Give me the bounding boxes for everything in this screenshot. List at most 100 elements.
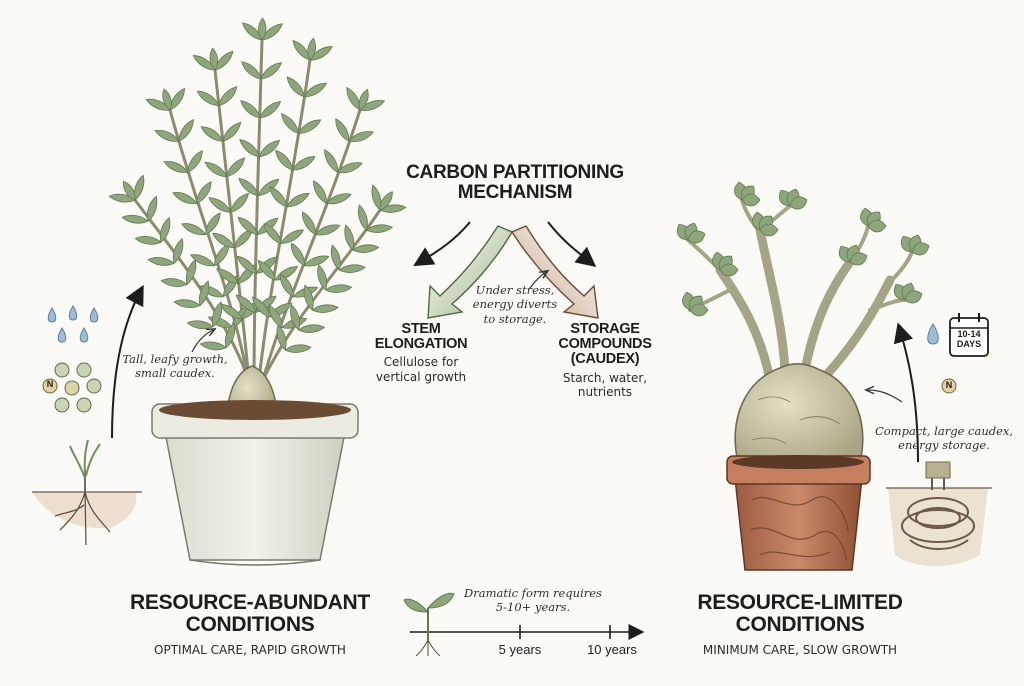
- leaf: [147, 257, 175, 266]
- right-heading: RESOURCE-LIMITED CONDITIONS: [650, 591, 950, 637]
- leaf: [325, 284, 353, 293]
- right-growth-note: Compact, large caudex, energy storage.: [868, 424, 1020, 453]
- timeline-tick-5-years: 5 years: [498, 642, 542, 657]
- leaf: [290, 304, 301, 331]
- leaf: [196, 181, 212, 204]
- caudex-plant: [676, 181, 930, 463]
- leaf: [226, 157, 246, 178]
- leaf: [303, 82, 328, 98]
- leaf: [307, 37, 317, 61]
- leaf: [181, 223, 207, 236]
- leaf: [719, 263, 739, 277]
- leaf: [292, 156, 316, 171]
- tall-leafy-plant: [108, 17, 407, 421]
- left-growth-note: Tall, leafy growth, small caudex.: [116, 352, 234, 381]
- left-heading: RESOURCE-ABUNDANT CONDITIONS: [100, 591, 400, 636]
- leaf: [199, 341, 227, 351]
- right-title-line1: RESOURCE-LIMITED: [697, 591, 903, 614]
- timeline-seedling-icon: [403, 592, 455, 657]
- seedling-roots-left: [32, 439, 142, 546]
- leaf: [344, 224, 355, 251]
- timeline-note-line1: Dramatic form requires: [464, 586, 602, 600]
- left-note-line2: small caudex.: [135, 366, 215, 381]
- coiled-roots-right: [886, 461, 992, 567]
- timeline-note-line2: 5-10+ years.: [495, 600, 571, 615]
- storage-title-line1: STORAGE: [570, 321, 640, 337]
- stem-elongation-block: STEM ELONGATION Cellulose for vertical g…: [366, 321, 476, 384]
- leaf: [687, 230, 706, 244]
- leaf: [263, 223, 282, 244]
- leaf: [186, 320, 214, 330]
- leaf: [303, 284, 314, 311]
- leaf: [352, 244, 380, 253]
- leaf: [276, 324, 287, 351]
- leaf: [324, 149, 339, 173]
- calendar-icon: [949, 313, 989, 357]
- stress-note-line1: Under stress,: [475, 283, 555, 297]
- leaf: [235, 294, 257, 313]
- leaf: [286, 76, 305, 98]
- leaf: [338, 264, 366, 273]
- water-drops-left: [47, 305, 99, 343]
- leaf: [689, 303, 709, 317]
- leaf: [173, 299, 201, 309]
- leaf: [259, 101, 282, 119]
- note-pointer-right: [868, 390, 903, 403]
- leaf: [159, 216, 171, 243]
- storage-compounds-block: STORAGE COMPOUNDS (CAUDEX) Starch, water…: [550, 321, 660, 399]
- leaf: [911, 242, 930, 256]
- leaf: [358, 88, 369, 111]
- leaf: [275, 149, 294, 171]
- left-subtitle: OPTIMAL CARE, RAPID GROWTH: [154, 643, 346, 657]
- leaf: [258, 17, 267, 41]
- leaf: [162, 88, 172, 111]
- leaf: [163, 160, 189, 173]
- leaf: [284, 344, 312, 353]
- leaf: [314, 224, 341, 236]
- leaf: [279, 273, 294, 298]
- calendar-label: 10-14 DAYS: [950, 329, 988, 350]
- leaf: [789, 196, 808, 210]
- stress-note-line3: to storage.: [483, 311, 547, 326]
- leaf: [178, 118, 194, 142]
- leaf: [241, 61, 262, 80]
- growth-arrow-left: [111, 284, 144, 439]
- leaf: [257, 259, 276, 281]
- stem-title-line2: ELONGATION: [374, 336, 468, 353]
- mechanism-title-line2: MECHANISM: [457, 181, 573, 203]
- partition-arrows: [413, 221, 599, 319]
- water-drop-right: [927, 323, 939, 345]
- stem-desc-line2: vertical growth: [375, 369, 467, 384]
- leaf: [216, 268, 239, 284]
- nutrient-icons-left: [42, 362, 102, 413]
- leaf: [317, 264, 328, 291]
- leaf: [297, 119, 322, 134]
- leaf: [325, 193, 352, 205]
- right-title-line2: CONDITIONS: [735, 613, 865, 637]
- leaf: [205, 212, 221, 236]
- storage-desc-line1: Starch, water,: [562, 370, 648, 385]
- leaf: [337, 162, 363, 174]
- leaf: [759, 223, 779, 237]
- leaf: [741, 193, 761, 207]
- leaf: [204, 161, 228, 178]
- storage-title-line2: COMPOUNDS: [558, 336, 652, 353]
- timeline-note: Dramatic form requires 5-10+ years.: [458, 586, 608, 615]
- leaf: [211, 301, 223, 328]
- leaf: [212, 232, 236, 249]
- leaf: [365, 224, 394, 233]
- right-subtitle: MINIMUM CARE, SLOW GROWTH: [702, 643, 898, 657]
- stress-note-line2: energy diverts: [472, 297, 558, 312]
- mechanism-title-line1: CARBON PARTITIONING: [406, 162, 624, 183]
- leaf: [146, 195, 158, 222]
- leaf: [172, 237, 184, 265]
- growth-arrow-right: [893, 322, 919, 463]
- leaf: [123, 180, 136, 201]
- leaf: [257, 178, 280, 197]
- leaf: [239, 139, 260, 158]
- leaf: [198, 280, 210, 307]
- white-pot: [151, 400, 359, 566]
- leaf: [303, 255, 330, 267]
